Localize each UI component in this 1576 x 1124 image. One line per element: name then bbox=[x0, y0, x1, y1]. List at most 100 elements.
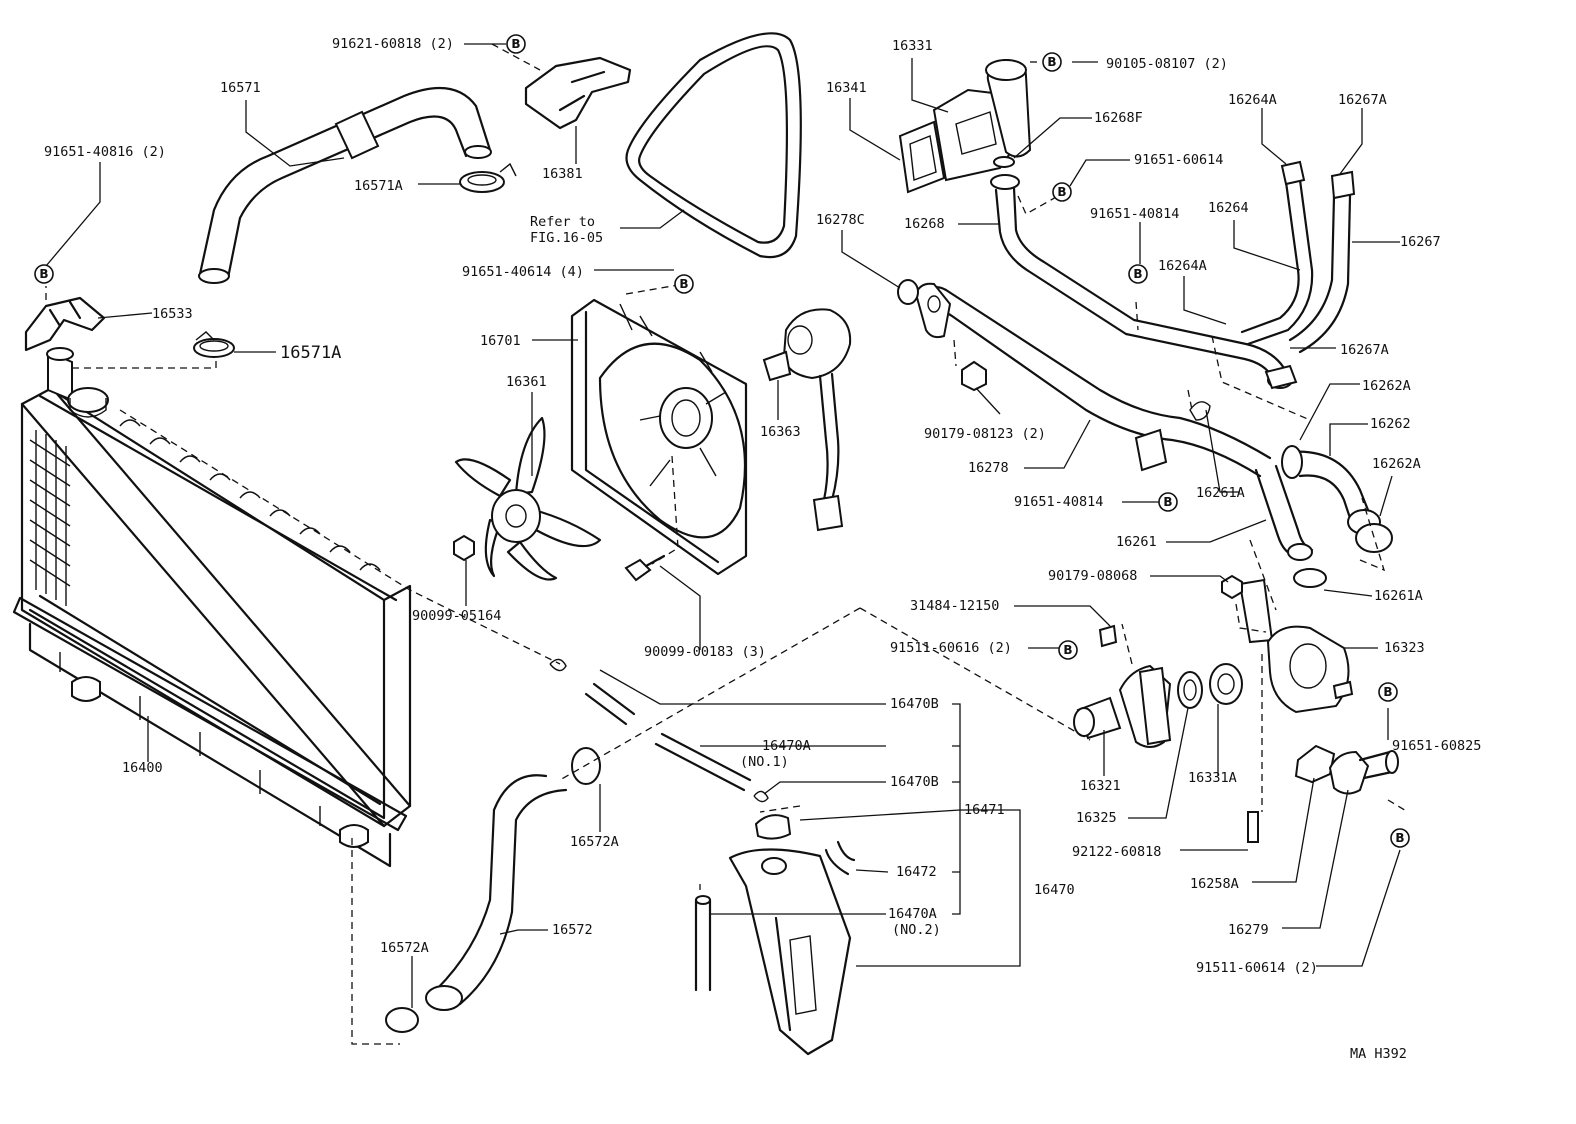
label-91651-40814-top: 91651-40814 bbox=[1090, 206, 1179, 222]
label-16331A: 16331A bbox=[1188, 770, 1237, 786]
label-16262A-top: 16262A bbox=[1362, 378, 1411, 394]
figure-code: MA H392 bbox=[1350, 1046, 1407, 1062]
label-16533: 16533 bbox=[152, 306, 193, 322]
callout-badge-b: B bbox=[34, 264, 54, 284]
label-no2: (NO.2) bbox=[892, 922, 941, 938]
callout-badge-letter: B bbox=[1133, 267, 1142, 281]
label-16572A-upper: 16572A bbox=[570, 834, 619, 850]
label-16701: 16701 bbox=[480, 333, 521, 349]
water-inlet-pipe-16278 bbox=[914, 282, 1272, 478]
heater-hose-16267 bbox=[1288, 170, 1356, 354]
water-pipe-16279 bbox=[1328, 750, 1399, 795]
badge-group: B B B B B B B B B B bbox=[34, 34, 1410, 848]
label-16264A-mid: 16264A bbox=[1158, 258, 1207, 274]
reservoir-cap-16470B bbox=[754, 814, 792, 840]
hose-16470A-no2 bbox=[694, 895, 712, 992]
bolt-90099-00183 bbox=[624, 554, 666, 582]
water-outlet-16331 bbox=[932, 58, 1032, 182]
label-91651-60614: 91651-60614 bbox=[1134, 152, 1223, 168]
callout-badge-b: B bbox=[1378, 682, 1398, 702]
label-16261: 16261 bbox=[1116, 534, 1157, 550]
clamp-16572A-lower bbox=[385, 1007, 419, 1033]
label-31484-12150: 31484-12150 bbox=[910, 598, 999, 614]
label-16323: 16323 bbox=[1384, 640, 1425, 656]
fan-motor-16363 bbox=[762, 308, 852, 532]
label-refer-to: Refer to bbox=[530, 214, 595, 230]
label-91511-60616: 91511-60616 (2) bbox=[890, 640, 1012, 656]
callout-badge-b: B bbox=[506, 34, 526, 54]
callout-badge-letter: B bbox=[1063, 643, 1072, 657]
label-16363: 16363 bbox=[760, 424, 801, 440]
label-16267: 16267 bbox=[1400, 234, 1441, 250]
label-16470B-bottom: 16470B bbox=[890, 774, 939, 790]
drive-v-belt bbox=[625, 32, 802, 259]
label-90099-05164: 90099-05164 bbox=[412, 608, 501, 624]
cooling-fan-16361 bbox=[454, 416, 602, 581]
nut-90179-08123 bbox=[961, 360, 987, 392]
callout-badge-b: B bbox=[1158, 492, 1178, 512]
label-16381: 16381 bbox=[542, 166, 583, 182]
clamp-16261A bbox=[1293, 568, 1327, 588]
label-16470A-no1: 16470A bbox=[762, 738, 811, 754]
label-91651-40814-bottom: 91651-40814 bbox=[1014, 494, 1103, 510]
label-92122-60818: 92122-60818 bbox=[1072, 844, 1161, 860]
label-16264: 16264 bbox=[1208, 200, 1249, 216]
label-16470: 16470 bbox=[1034, 882, 1075, 898]
callout-badge-b: B bbox=[674, 274, 694, 294]
label-16261A-bottom: 16261A bbox=[1374, 588, 1423, 604]
label-16258A: 16258A bbox=[1190, 876, 1239, 892]
label-16361: 16361 bbox=[506, 374, 547, 390]
label-16400: 16400 bbox=[122, 760, 163, 776]
label-16472: 16472 bbox=[896, 864, 937, 880]
bypass-pipe-16268 bbox=[990, 174, 1298, 390]
clip-16470B-lower bbox=[753, 790, 769, 803]
callout-badge-letter: B bbox=[1383, 685, 1392, 699]
reservoir-hose-16472 bbox=[824, 840, 856, 876]
label-91651-40614: 91651-40614 (4) bbox=[462, 264, 584, 280]
radiator-assembly bbox=[12, 347, 412, 868]
label-16325: 16325 bbox=[1076, 810, 1117, 826]
callout-badge-letter: B bbox=[511, 37, 520, 51]
radiator-lower-hose-16572 bbox=[425, 774, 568, 1011]
label-no1: (NO.1) bbox=[740, 754, 789, 770]
label-91621-60818: 91621-60818 (2) bbox=[332, 36, 454, 52]
clamp-16572A-upper bbox=[571, 747, 601, 785]
callout-badge-letter: B bbox=[1395, 831, 1404, 845]
callout-badge-letter: B bbox=[39, 267, 48, 281]
label-16331: 16331 bbox=[892, 38, 933, 54]
label-91651-40816: 91651-40816 (2) bbox=[44, 144, 166, 160]
reservoir-tank-16471 bbox=[728, 848, 852, 1056]
callout-badge-letter: B bbox=[1163, 495, 1172, 509]
label-16267A-mid: 16267A bbox=[1340, 342, 1389, 358]
callout-badge-b: B bbox=[1390, 828, 1410, 848]
callout-badge-letter: B bbox=[679, 277, 688, 291]
leader-lines bbox=[45, 43, 1401, 1008]
callout-badge-b: B bbox=[1042, 52, 1062, 72]
label-90179-08068: 90179-08068 bbox=[1048, 568, 1137, 584]
callout-badge-letter: B bbox=[1047, 55, 1056, 69]
label-16264A-top: 16264A bbox=[1228, 92, 1277, 108]
hose-clamp-16571A-lower bbox=[193, 331, 235, 358]
callout-badge-letter: B bbox=[1057, 185, 1066, 199]
thermostat-16331A bbox=[1209, 663, 1243, 705]
gasket-16325 bbox=[1177, 671, 1203, 709]
o-ring-16268F bbox=[993, 156, 1015, 168]
label-16268: 16268 bbox=[904, 216, 945, 232]
label-16571A-upper: 16571A bbox=[354, 178, 403, 194]
hose-bracket-16381 bbox=[524, 56, 632, 130]
water-inlet-16321 bbox=[1073, 624, 1172, 748]
label-16268F: 16268F bbox=[1094, 110, 1143, 126]
gasket-16341 bbox=[898, 120, 946, 194]
gasket-16258A bbox=[1294, 744, 1336, 784]
label-16572: 16572 bbox=[552, 922, 593, 938]
label-16262: 16262 bbox=[1370, 416, 1411, 432]
fan-shroud-16701 bbox=[570, 298, 748, 576]
water-hose-16262 bbox=[1281, 445, 1393, 553]
radiator-upper-hose-16571 bbox=[198, 86, 492, 284]
label-16278: 16278 bbox=[968, 460, 1009, 476]
label-16572A-lower: 16572A bbox=[380, 940, 429, 956]
assembly-guide-lines bbox=[45, 43, 1409, 1045]
label-16571A-lower: 16571A bbox=[280, 343, 341, 363]
nut-90099-05164 bbox=[453, 534, 475, 562]
